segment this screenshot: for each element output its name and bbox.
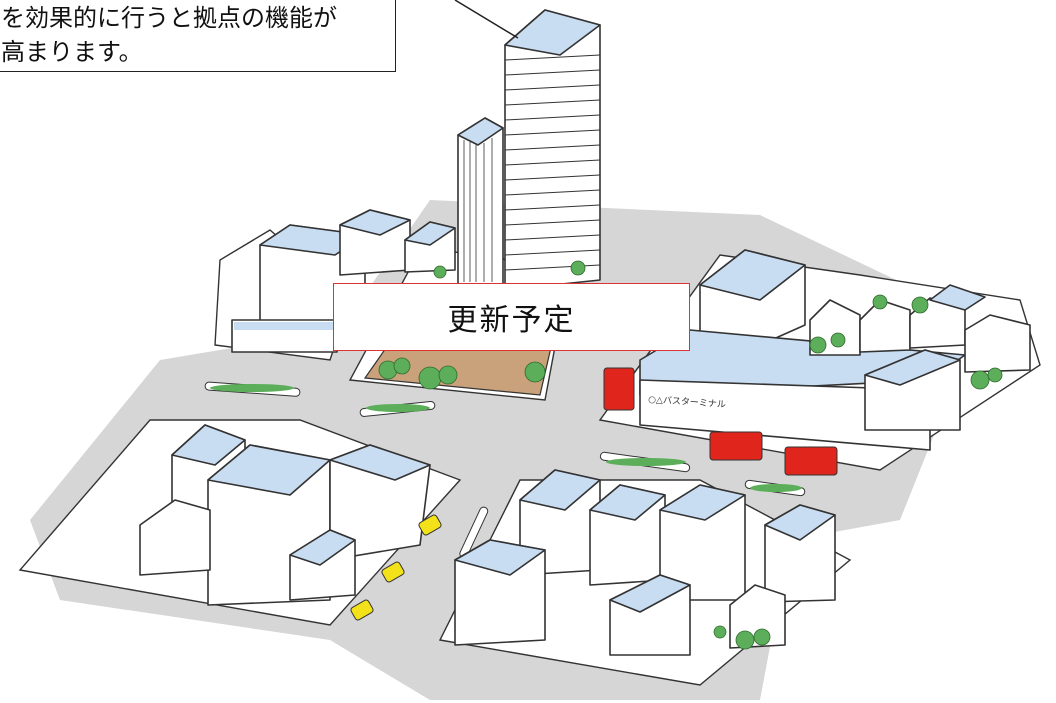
slim-tower <box>457 117 504 286</box>
callout-pointer <box>454 0 519 39</box>
bus-terminal-sign: ○△バスターミナル <box>648 394 726 410</box>
redevelopment-label: 更新予定 <box>333 283 690 351</box>
median-shrubs <box>210 384 802 492</box>
trees <box>378 260 1003 650</box>
callout-line-2: 高まります。 <box>1 38 143 66</box>
buses <box>603 367 838 476</box>
taxis <box>350 514 442 621</box>
callout-line-1: を効果的に行うと拠点の機能が <box>1 4 337 32</box>
left-bottom-buildings <box>139 424 431 606</box>
tall-tower <box>504 9 601 291</box>
right-bottom-buildings <box>454 469 836 656</box>
callout-box: を効果的に行うと拠点の機能が 高まります。 <box>0 0 396 72</box>
